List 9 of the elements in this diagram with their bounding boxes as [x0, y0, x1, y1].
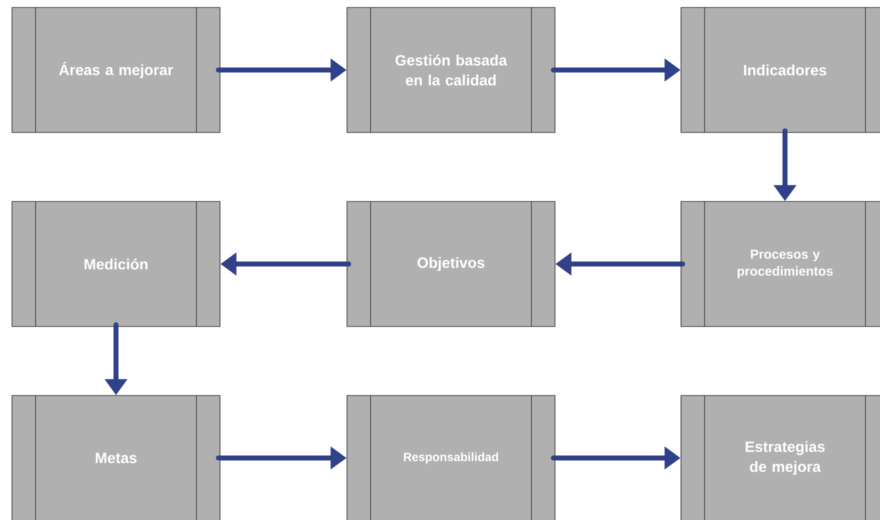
process-box: Responsabilidad — [346, 394, 556, 520]
process-box: Estrategias de mejora — [680, 394, 880, 520]
process-box: Objetivos — [346, 200, 556, 328]
process-box: Áreas a mejorar — [12, 6, 220, 134]
process-box: Gestión basada en la calidad — [346, 6, 556, 134]
process-box: Procesos y procedimientos — [680, 200, 880, 328]
process-box: Medición — [12, 200, 220, 328]
process-box: Indicadores — [680, 6, 880, 134]
process-box: Metas — [12, 394, 220, 520]
